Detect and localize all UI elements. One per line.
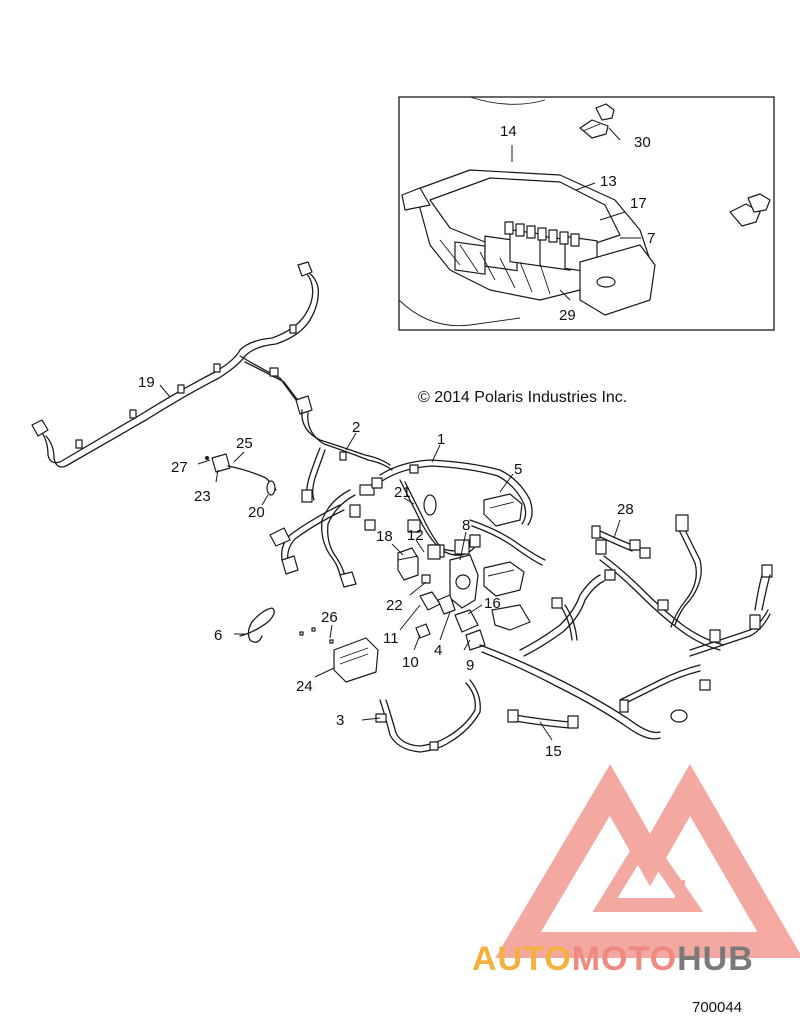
callout-12: 12 — [407, 527, 424, 544]
callout-5: 5 — [514, 461, 522, 478]
leader-lines — [159, 384, 621, 741]
svg-text:AUTOMOTOHUB: AUTOMOTOHUB — [472, 940, 754, 978]
part-23-25-assembly — [205, 453, 277, 496]
callout-25: 25 — [236, 435, 253, 452]
callout-17: 17 — [630, 195, 647, 212]
callout-9: 9 — [466, 657, 474, 674]
brand-auto: AUTO — [472, 940, 572, 978]
watermark-logo — [495, 763, 800, 958]
part-26-fasteners — [299, 627, 334, 644]
parts-cluster-lower — [415, 574, 486, 651]
part-8-module — [449, 554, 479, 609]
callout-30: 30 — [634, 134, 651, 151]
callout-20: 20 — [248, 504, 265, 521]
diagram-id: 700044 — [692, 999, 742, 1016]
callout-4: 4 — [434, 642, 442, 659]
part-6-loop — [239, 607, 275, 643]
callout-1: 1 — [437, 431, 445, 448]
callout-21: 21 — [394, 484, 411, 501]
callout-29: 29 — [559, 307, 576, 324]
callout-18: 18 — [376, 528, 393, 545]
brand-hub: HUB — [677, 940, 754, 978]
callout-23: 23 — [194, 488, 211, 505]
part-18-relay — [397, 547, 419, 581]
callout-11: 11 — [383, 630, 399, 647]
callout-7: 7 — [647, 230, 655, 247]
part-28-sensor-lead — [591, 525, 641, 552]
callout-27: 27 — [171, 459, 188, 476]
callout-15: 15 — [545, 743, 562, 760]
watermark-wordmark: AUTOMOTOHUB — [472, 940, 754, 978]
brand-moto: MOTO — [572, 940, 677, 978]
part-12-connector — [427, 544, 441, 560]
fuse-box — [401, 169, 656, 316]
callout-22: 22 — [386, 597, 403, 614]
copyright-notice: © 2014 Polaris Industries Inc. — [418, 389, 627, 406]
callout-26: 26 — [321, 609, 338, 626]
callout-labels: 1 2 3 4 5 6 7 8 9 10 11 12 13 14 15 16 1… — [138, 123, 655, 760]
callout-16: 16 — [484, 595, 501, 612]
callout-8: 8 — [462, 517, 470, 534]
harness-right — [479, 514, 773, 740]
callout-2: 2 — [352, 419, 360, 436]
harness-2 — [301, 409, 393, 503]
callout-13: 13 — [600, 173, 617, 190]
callout-24: 24 — [296, 678, 313, 695]
callout-14: 14 — [500, 123, 517, 140]
inset-panel — [398, 96, 775, 331]
part-15-lead — [507, 709, 579, 729]
callout-28: 28 — [617, 501, 634, 518]
part-16-plate — [491, 604, 531, 631]
bolt-30-top — [579, 103, 615, 139]
callout-10: 10 — [402, 654, 419, 671]
callout-3: 3 — [336, 712, 344, 729]
part-24-ecu — [333, 637, 379, 683]
callout-6: 6 — [214, 627, 222, 644]
bolt-30-right — [729, 193, 771, 227]
harness-19 — [31, 261, 319, 468]
part-21 — [423, 494, 437, 516]
part-3-lead — [375, 679, 481, 753]
part-relay-block — [483, 561, 525, 597]
part-5-cover — [483, 493, 523, 527]
callout-19: 19 — [138, 374, 155, 391]
